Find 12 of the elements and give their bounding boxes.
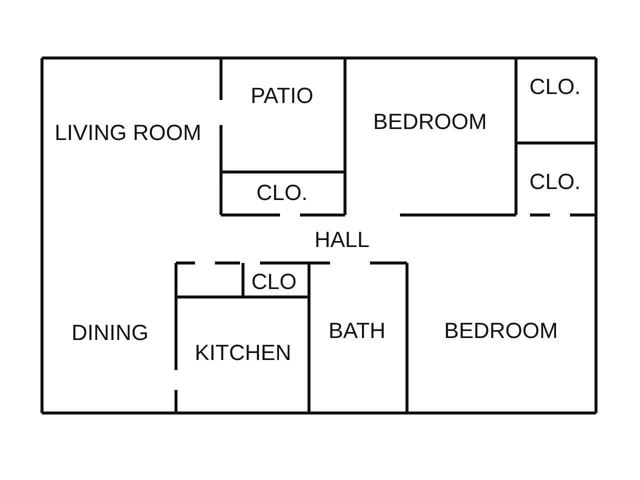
room-label: CLO xyxy=(251,267,297,297)
room-label: CLO. xyxy=(529,167,581,197)
room-label: DINING xyxy=(72,318,148,348)
room-label: LIVING ROOM xyxy=(53,118,203,148)
room-label: HALL xyxy=(314,225,370,255)
room-label: CLO. xyxy=(256,178,308,208)
room-label: BEDROOM xyxy=(444,316,558,346)
room-label: KITCHEN xyxy=(194,338,292,368)
room-label: PATIO xyxy=(250,81,314,111)
room-label: BATH xyxy=(328,316,386,346)
room-label: BEDROOM xyxy=(373,107,487,137)
room-label: CLO. xyxy=(529,72,581,102)
